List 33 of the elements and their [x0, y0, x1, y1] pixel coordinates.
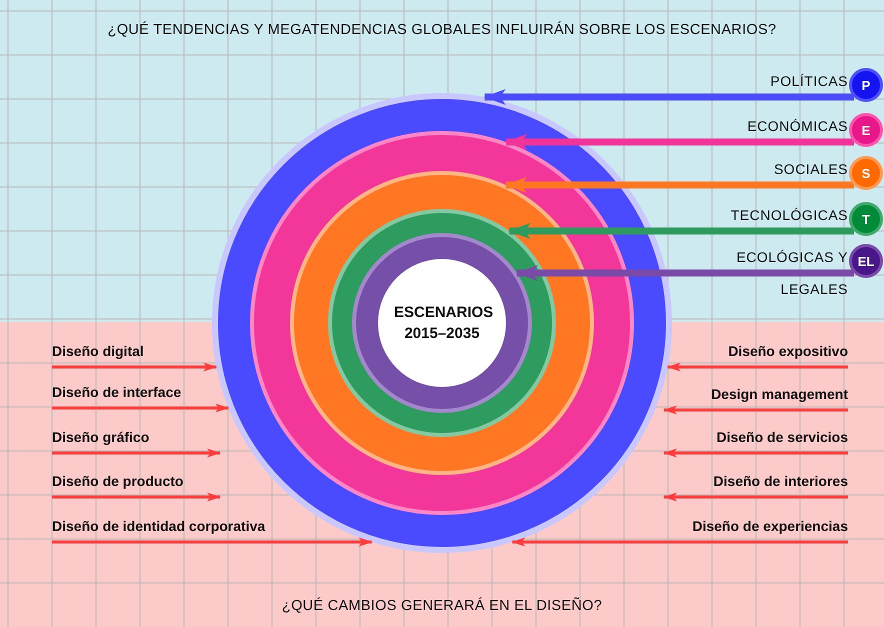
- arrow: [505, 134, 854, 150]
- title: ¿QUÉ TENDENCIAS Y MEGATENDENCIAS GLOBALES INFLUIRÁN SOBRE LOS ESCENARIOS?: [106, 22, 778, 38]
- category-label: POLÍTICAS: [769, 72, 848, 91]
- category-label: TECNOLÓGICAS: [730, 206, 848, 225]
- center-label: ESCENARIOS 2015–2035: [394, 303, 490, 344]
- design-label: Diseño de interiores: [713, 471, 848, 497]
- arrow: [666, 362, 848, 372]
- arrow: [484, 89, 854, 105]
- design-label: Diseño de interface: [52, 382, 182, 408]
- design-label: Diseño digital: [52, 341, 144, 367]
- design-label: Diseño gráfico: [52, 427, 150, 453]
- arrow: [52, 538, 373, 546]
- category-label: ECOLÓGICAS Y LEGALES: [735, 248, 848, 299]
- arrow: [52, 448, 221, 458]
- arrow: [663, 406, 848, 414]
- arrow: [52, 404, 230, 412]
- design-label: Diseño de experiencias: [692, 516, 848, 542]
- arrow: [516, 265, 854, 281]
- arrow: [663, 492, 848, 502]
- category-label: SOCIALES: [772, 160, 848, 179]
- category-label: ECONÓMICAS: [746, 117, 848, 136]
- design-label: Diseño de identidad corporativa: [52, 516, 266, 542]
- design-label: Design management: [711, 384, 848, 410]
- caption: ¿QUÉ CAMBIOS GENERARÁ EN EL DISEÑO?: [280, 598, 604, 614]
- arrow: [663, 448, 848, 458]
- arrow: [52, 362, 218, 372]
- design-label: Diseño expositivo: [728, 341, 848, 367]
- arrow: [52, 492, 221, 502]
- arrow: [511, 538, 848, 546]
- design-label: Diseño de servicios: [716, 427, 848, 453]
- design-label: Diseño de producto: [52, 471, 184, 497]
- arrow: [504, 177, 854, 193]
- arrow: [508, 223, 854, 239]
